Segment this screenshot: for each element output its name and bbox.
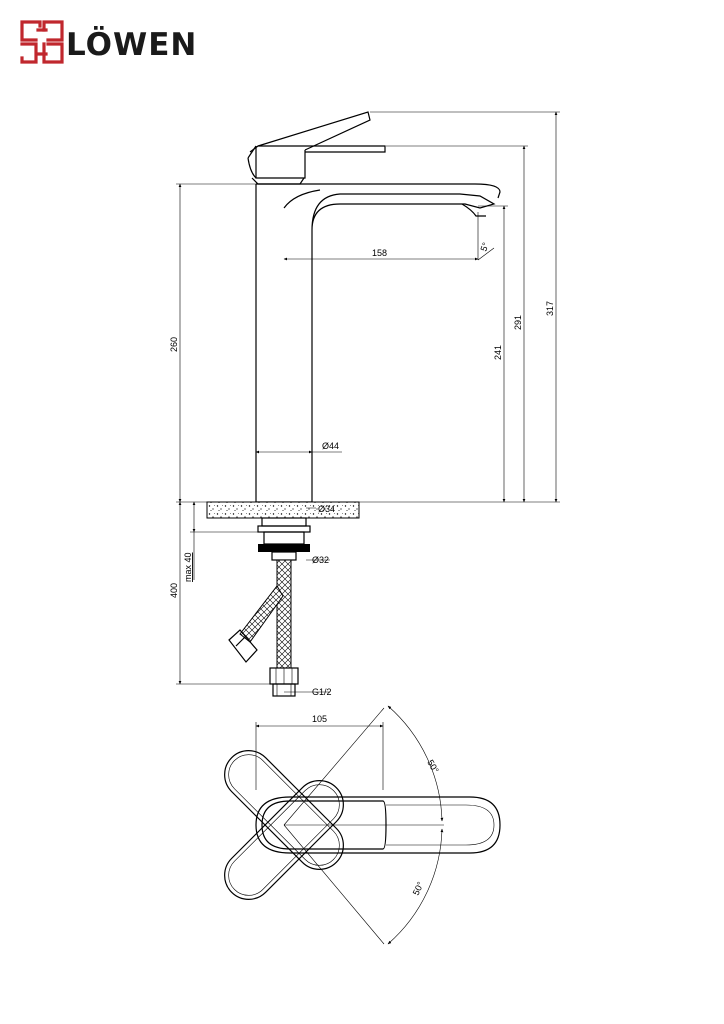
faucet-top-view: 105 50° 50° <box>224 705 501 945</box>
dim-angle-lower: 50° <box>411 880 426 897</box>
dim-body-diameter: Ø44 <box>322 441 339 451</box>
flexible-hoses <box>228 559 299 697</box>
dim-shank-diameter: Ø32 <box>312 555 329 565</box>
faucet-body <box>255 183 501 503</box>
faucet-side-view: 5° <box>169 111 560 697</box>
dim-thread: G1/2 <box>312 687 332 697</box>
handle-lever <box>247 111 386 185</box>
handle-lower-position <box>224 780 344 900</box>
logo-mark-icon <box>20 20 64 64</box>
dim-max-deck: max 40 <box>183 552 193 582</box>
countertop-section <box>206 501 360 519</box>
brand-logo[interactable]: LÖWEN <box>20 20 197 64</box>
dim-angle-upper: 50° <box>425 758 441 775</box>
dim-body-height: 260 <box>169 337 179 352</box>
handle-upper-position <box>224 750 344 870</box>
dim-spout-reach: 158 <box>372 248 387 258</box>
dim-spout-height: 291 <box>513 315 523 330</box>
brand-name: LÖWEN <box>66 26 197 63</box>
mounting-hardware <box>257 517 311 561</box>
dim-hole-diameter: Ø34 <box>318 504 335 514</box>
dim-overall-height: 317 <box>545 301 555 316</box>
dim-outlet-angle: 5° <box>478 241 490 253</box>
dimension-lines-right <box>255 111 560 503</box>
dim-outlet-height: 241 <box>493 345 503 360</box>
dim-hose-length: 400 <box>169 583 179 598</box>
dim-handle-width: 105 <box>312 714 327 724</box>
dimension-lines-left <box>176 183 330 693</box>
